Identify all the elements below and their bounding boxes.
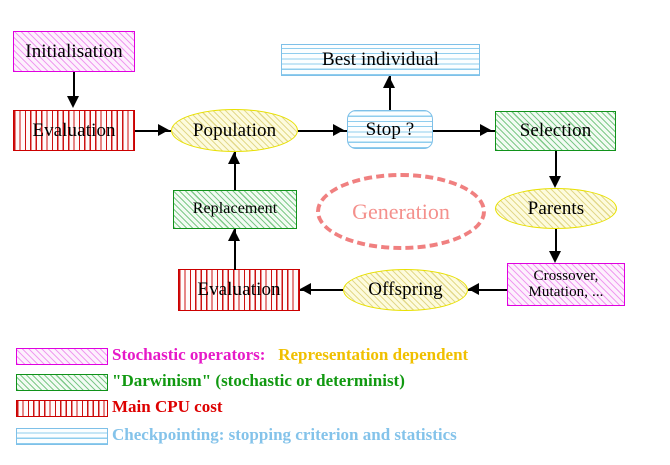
node-generation: Generation: [316, 173, 486, 250]
node-best-individual[interactable]: Best individual: [281, 44, 480, 76]
legend-swatch-magenta-diagonal-hatch: [16, 348, 108, 365]
node-replacement-label: Replacement: [192, 200, 278, 218]
legend-label-2: Main CPU cost: [112, 397, 223, 416]
edge-parents-to-crossover: [555, 229, 557, 252]
node-evaluation-bottom[interactable]: Evaluation: [178, 269, 300, 311]
edge-stop-to-selection: [433, 130, 495, 132]
legend-swatch-red-vertical-lines: [16, 400, 108, 417]
node-initialisation[interactable]: Initialisation: [13, 31, 135, 72]
node-crossover-mutation[interactable]: Crossover, Mutation, ...: [507, 263, 625, 306]
edge-offspring-to-evaluation: [300, 289, 343, 291]
arrowhead-population-to-stop: [333, 124, 344, 136]
legend-label-0-secondary: Representation dependent: [278, 345, 469, 364]
arrowhead-initialisation-to-evaluation: [67, 96, 79, 108]
node-parents-label: Parents: [527, 197, 585, 219]
arrowhead-selection-to-parents: [549, 176, 561, 188]
node-crossover-mutation-label: Crossover, Mutation, ...: [528, 267, 604, 300]
edge-stop-to-best-individual: [389, 76, 391, 110]
node-generation-label: Generation: [352, 198, 450, 224]
edge-selection-to-parents: [555, 151, 557, 178]
node-offspring[interactable]: Offspring: [343, 269, 468, 311]
node-stop[interactable]: Stop ?: [347, 110, 433, 149]
arrowhead-stop-to-selection: [480, 124, 491, 136]
legend-label-0: Stochastic operators: Representation dep…: [112, 345, 468, 365]
node-best-individual-label: Best individual: [321, 49, 440, 71]
arrowhead-replacement-to-population: [228, 152, 240, 164]
node-population[interactable]: Population: [171, 109, 298, 152]
legend-label-1: "Darwinism" (stochastic or determinist): [112, 371, 405, 390]
edge-evaluation-to-population: [135, 130, 171, 132]
node-evaluation-bottom-label: Evaluation: [197, 279, 281, 301]
edge-evaluation-to-replacement: [234, 229, 236, 270]
node-stop-label: Stop ?: [365, 118, 415, 140]
node-initialisation-label: Initialisation: [25, 40, 123, 62]
arrowhead-evaluation-to-population: [158, 124, 169, 136]
legend-swatch-green-diagonal-hatch: [16, 374, 108, 391]
arrowhead-offspring-to-evaluation: [300, 283, 311, 295]
arrowhead-parents-to-crossover: [549, 251, 561, 263]
legend-swatch-blue-horizontal-lines: [16, 428, 108, 445]
node-evaluation-top-label: Evaluation: [32, 119, 116, 141]
node-selection[interactable]: Selection: [495, 111, 616, 151]
legend-label-0-primary: Stochastic operators:: [112, 345, 266, 364]
edge-crossover-to-offspring: [468, 289, 507, 291]
node-parents[interactable]: Parents: [495, 188, 617, 229]
node-population-label: Population: [192, 119, 277, 141]
arrowhead-stop-to-best-individual: [383, 76, 395, 88]
arrowhead-crossover-to-offspring: [468, 283, 479, 295]
node-evaluation-top[interactable]: Evaluation: [13, 110, 135, 151]
edge-replacement-to-population: [234, 152, 236, 190]
node-replacement[interactable]: Replacement: [173, 190, 297, 229]
node-offspring-label: Offspring: [368, 279, 443, 301]
arrowhead-evaluation-to-replacement: [228, 229, 240, 241]
node-selection-label: Selection: [519, 120, 592, 142]
edge-initialisation-to-evaluation: [73, 72, 75, 99]
edge-population-to-stop: [298, 130, 347, 132]
legend-label-3: Checkpointing: stopping criterion and st…: [112, 425, 457, 444]
